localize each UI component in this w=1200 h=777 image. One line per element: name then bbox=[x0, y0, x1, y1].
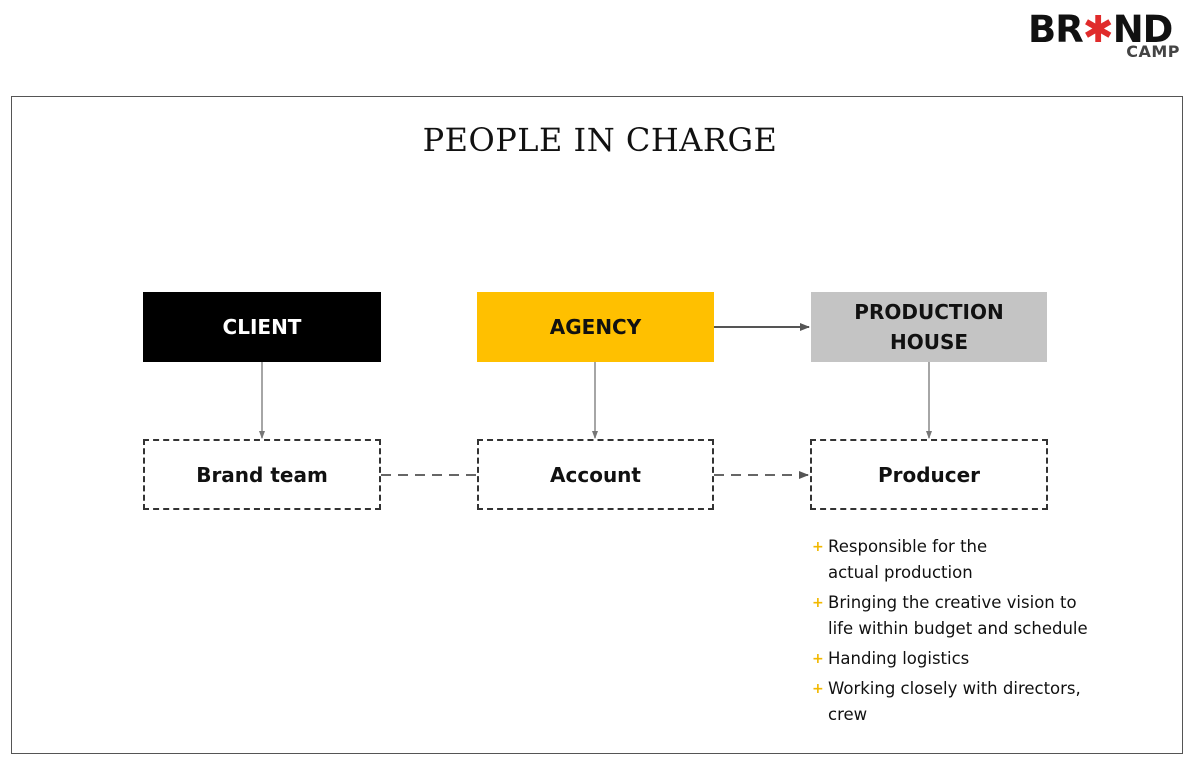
brand-camp-logo: BR✱ND CAMP bbox=[1028, 10, 1186, 62]
logo-star-icon: ✱ bbox=[1082, 8, 1114, 51]
bullet-plus-icon: + bbox=[812, 595, 824, 611]
producer-responsibilities-list: + Responsible for the actual production … bbox=[812, 534, 1142, 732]
page-title: PEOPLE IN CHARGE bbox=[422, 121, 778, 159]
account-box: Account bbox=[477, 439, 714, 510]
producer-box: Producer bbox=[810, 439, 1048, 510]
bullet-plus-icon: + bbox=[812, 539, 824, 555]
bullet-plus-icon: + bbox=[812, 681, 824, 697]
production-house-box: PRODUCTION HOUSE bbox=[811, 292, 1047, 362]
brand-team-box: Brand team bbox=[143, 439, 381, 510]
production-label-line1: PRODUCTION bbox=[854, 300, 1004, 324]
client-label: CLIENT bbox=[222, 315, 302, 339]
list-item: + Working closely with directors, crew bbox=[812, 676, 1142, 728]
list-item: + Bringing the creative vision to life w… bbox=[812, 590, 1142, 642]
production-label-line2: HOUSE bbox=[889, 330, 969, 354]
logo-subtext: CAMP bbox=[1126, 42, 1180, 61]
account-label: Account bbox=[550, 462, 641, 487]
producer-label: Producer bbox=[877, 462, 981, 487]
slide-frame bbox=[11, 96, 1183, 754]
bullet-plus-icon: + bbox=[812, 651, 824, 667]
logo-wordmark: BR✱ND bbox=[1028, 8, 1173, 51]
agency-label: AGENCY bbox=[549, 315, 642, 339]
agency-box: AGENCY bbox=[477, 292, 714, 362]
client-box: CLIENT bbox=[143, 292, 381, 362]
brand-team-label: Brand team bbox=[196, 462, 328, 487]
list-item: + Handing logistics bbox=[812, 646, 1142, 672]
list-item: + Responsible for the actual production bbox=[812, 534, 1142, 586]
